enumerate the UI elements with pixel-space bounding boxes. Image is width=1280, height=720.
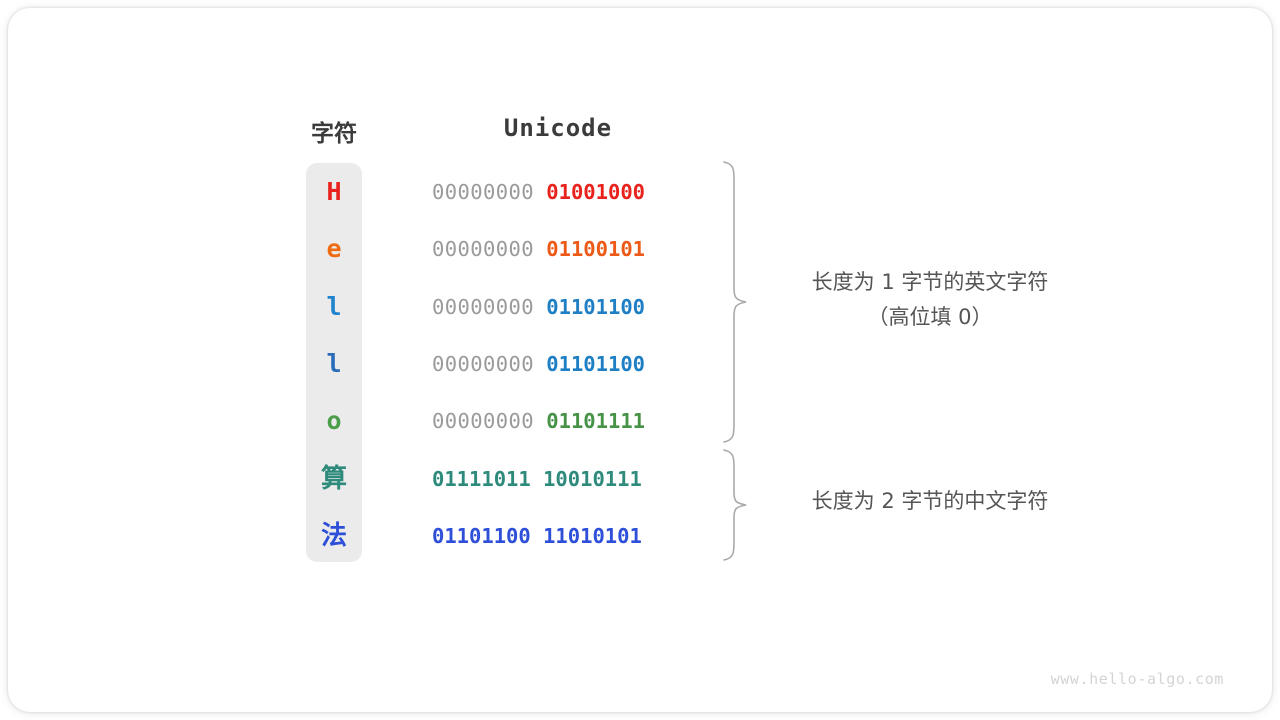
high-byte: 00000000 [432, 180, 534, 204]
character-column-background [306, 163, 362, 562]
brace-one-byte-group [723, 161, 747, 443]
unicode-binary-row: 01111011 10010111 [432, 460, 684, 498]
unicode-binary-row: 01101100 11010101 [432, 517, 684, 555]
character-glyph: l [326, 348, 342, 378]
unicode-binary-row: 00000000 01100101 [432, 230, 684, 268]
character-glyph: l [326, 291, 342, 321]
brace-two-byte-group [723, 449, 747, 561]
column-header-unicode: Unicode [503, 114, 613, 142]
annotation-one-byte-sub: （高位填 0） [867, 305, 993, 329]
high-byte: 00000000 [432, 237, 534, 262]
byte-separator [531, 467, 543, 491]
annotation-one-byte: 长度为 1 字节的英文字符 （高位填 0） [760, 265, 1100, 335]
low-byte: 01101111 [546, 409, 646, 434]
high-byte: 00000000 [432, 294, 534, 319]
unicode-binary-row: 00000000 01101100 [432, 345, 684, 383]
byte-separator [534, 409, 546, 433]
character-glyph: 算 [320, 463, 347, 494]
annotation-two-byte: 长度为 2 字节的中文字符 [760, 484, 1100, 519]
watermark-url: www.hello-algo.com [1050, 670, 1224, 688]
low-byte: 01101100 [546, 294, 646, 319]
byte-separator [534, 352, 546, 376]
character-glyph: H [326, 177, 342, 206]
unicode-binary-row: 00000000 01101100 [432, 288, 684, 326]
byte-separator [534, 295, 546, 319]
byte-separator [534, 237, 546, 261]
annotation-one-byte-main: 长度为 1 字节的英文字符 [811, 270, 1049, 294]
diagram-card [8, 8, 1272, 712]
byte-separator [534, 180, 546, 204]
character-glyph: o [326, 406, 342, 436]
low-byte: 01101100 [546, 351, 646, 376]
unicode-binary-row: 00000000 01001000 [432, 173, 684, 211]
high-byte: 01111011 [432, 466, 531, 491]
high-byte: 01101100 [432, 523, 531, 548]
unicode-binary-row: 00000000 01101111 [432, 402, 684, 440]
character-glyph: e [326, 234, 342, 264]
low-byte: 01001000 [546, 180, 646, 204]
annotation-two-byte-main: 长度为 2 字节的中文字符 [811, 489, 1049, 513]
high-byte: 00000000 [432, 409, 534, 434]
character-glyph: 法 [320, 520, 347, 551]
low-byte: 01100101 [546, 237, 646, 262]
byte-separator [531, 524, 543, 548]
high-byte: 00000000 [432, 351, 534, 376]
low-byte: 10010111 [543, 466, 642, 491]
column-header-character: 字符 [311, 120, 357, 146]
low-byte: 11010101 [543, 523, 642, 548]
